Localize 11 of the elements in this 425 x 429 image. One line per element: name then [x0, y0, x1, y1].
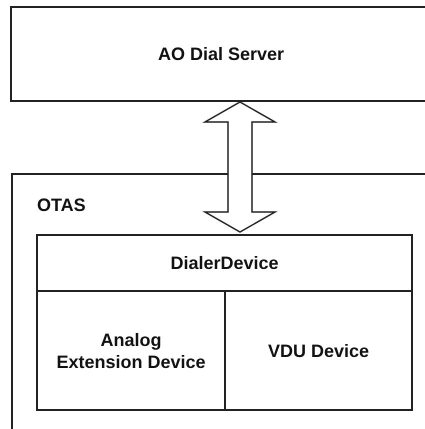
box-label: VDU Device — [268, 340, 370, 362]
component-box — [224, 290, 413, 411]
box-label: Analog Extension Device — [56, 328, 206, 372]
container-box — [11, 173, 425, 429]
box-label: OTAS — [37, 194, 86, 216]
box-label: AO Dial Server — [158, 43, 284, 65]
component-box — [10, 6, 425, 102]
component-box — [36, 290, 226, 411]
box-label: DialerDevice — [170, 252, 279, 274]
component-box — [36, 234, 413, 292]
double-block-arrow — [202, 101, 278, 233]
